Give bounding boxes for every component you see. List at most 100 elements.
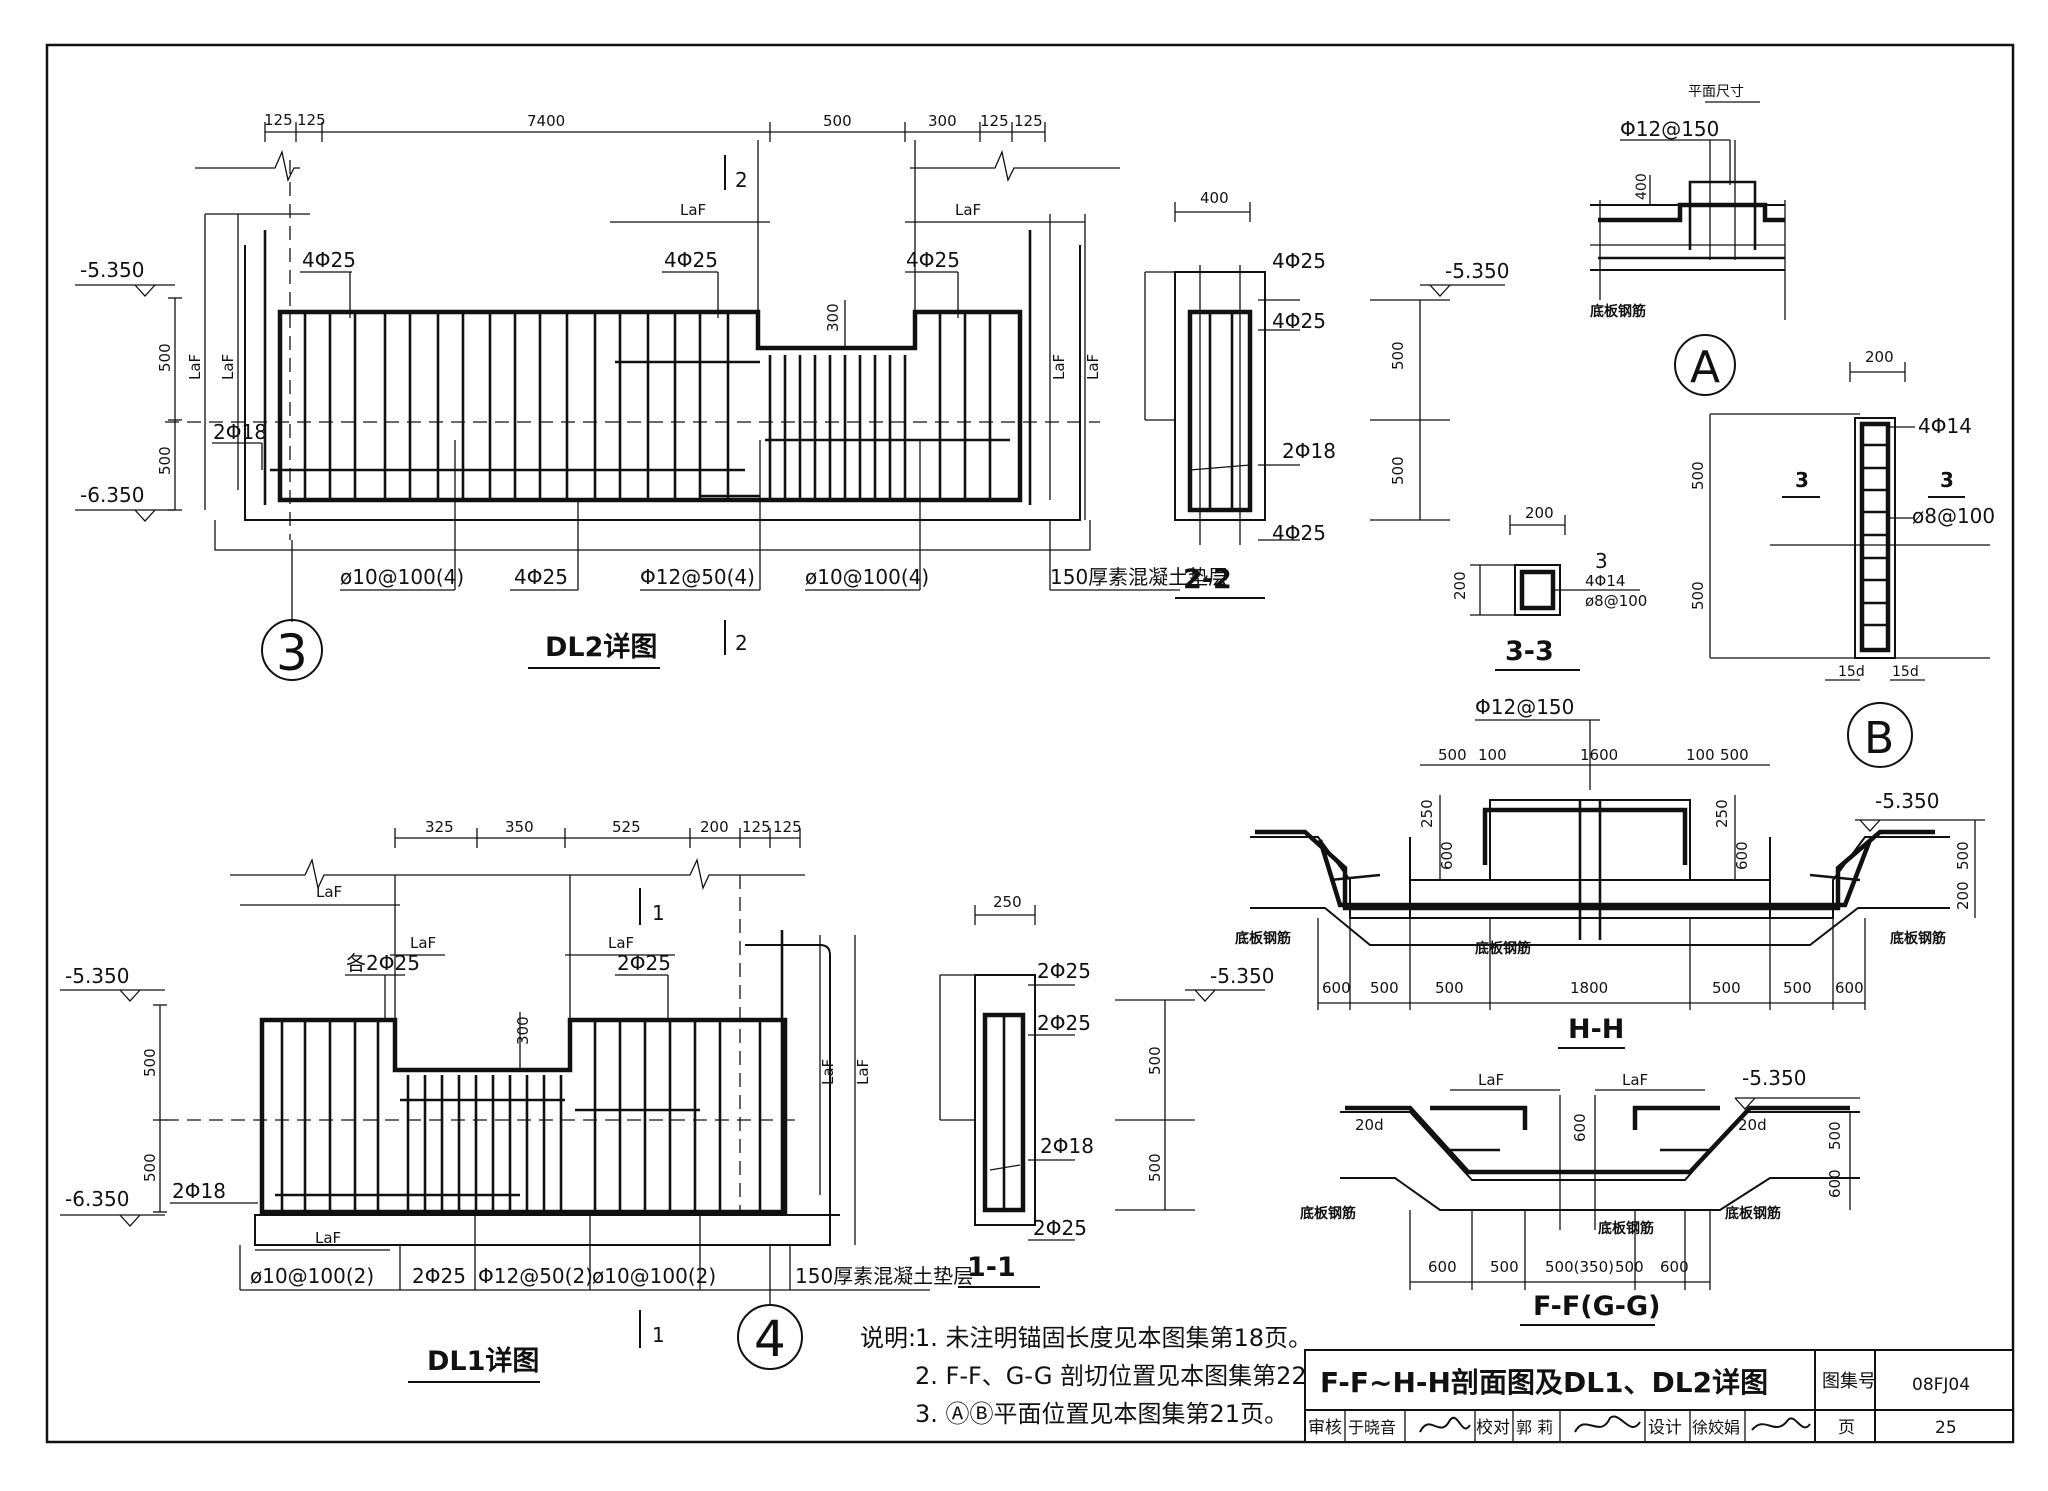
detailB-width: 200 (1865, 348, 1894, 366)
dl1-dim-300v: 300 (514, 1016, 532, 1045)
reviewer-signature (1419, 1416, 1471, 1433)
detail-a: 平面尺寸 Φ12@150 400 底板钢筋 A (1590, 84, 1786, 396)
dl2-bar-4: 2Φ18 (213, 420, 267, 444)
detailA-label: A (1690, 342, 1720, 393)
dl1-title: DL1详图 (427, 1345, 539, 1377)
s22-title: 2-2 (1183, 564, 1232, 595)
s22-bar-2: 4Φ25 (1272, 309, 1326, 333)
s11-bar-1: 2Φ25 (1037, 959, 1091, 983)
dl2-bar-3: 4Φ25 (906, 248, 960, 272)
detailB-sec-r: 3 (1940, 468, 1954, 492)
dl2-laf-left1: LaF (186, 354, 204, 380)
dl1-h1: 500 (141, 1048, 159, 1077)
dl1-axis: 4 (754, 1310, 786, 1368)
dl2-sec-top: 2 (735, 168, 748, 192)
dl1-laf-bot: LaF (315, 1229, 341, 1247)
ff-slab-r: 底板钢筋 (1725, 1205, 1781, 1222)
s33-w: 200 (1525, 504, 1554, 522)
section-1-1: 250 2Φ25 2Φ25 2Φ18 2Φ25 500 500 -5.350 1… (939, 893, 1274, 1288)
dl2-elev-bot: -6.350 (80, 483, 144, 507)
dl1-dim-325: 325 (425, 818, 454, 836)
dl1-laf-r1: LaF (819, 1059, 837, 1085)
atlas-label: 图集号 (1822, 1371, 1876, 1392)
dl2-h2: 500 (156, 446, 174, 475)
dl2-dim-125b: 125 (297, 111, 326, 129)
dl2-elev-top: -5.350 (80, 258, 144, 282)
hh-d2: 500 (1370, 979, 1399, 997)
ff-title: F-F(G-G) (1533, 1291, 1660, 1322)
dl2-dim-7400: 7400 (527, 112, 565, 130)
s22-h2: 500 (1389, 456, 1407, 485)
dl1-dim-125b: 125 (773, 818, 802, 836)
dl2-laf-right2: LaF (1084, 354, 1102, 380)
hh-v2: 600 (1438, 841, 1456, 870)
notes-line3: 3. ⒶⒷ平面位置见本图集第21页。 (915, 1400, 1288, 1428)
checker-signature (1574, 1415, 1641, 1433)
dl2-laf-left2: LaF (219, 354, 237, 380)
dl2-axis: 3 (276, 624, 308, 682)
detailA-slab: 底板钢筋 (1590, 303, 1646, 320)
s11-bar-3: 2Φ18 (1040, 1134, 1094, 1158)
s11-width: 250 (993, 893, 1022, 911)
hh-dim-t2: 100 (1478, 746, 1507, 764)
detail-b: 200 4Φ14 ø8@100 500 500 3 3 15d 15d B (1689, 348, 1995, 768)
detailA-bar: Φ12@150 (1620, 117, 1719, 141)
s22-bar-4: 4Φ25 (1272, 521, 1326, 545)
detailB-anchor-r: 15d (1892, 664, 1919, 680)
designer-signature (1751, 1417, 1811, 1431)
dl1-elev-top: -5.350 (65, 964, 129, 988)
notes-line2: 2. F-F、G-G 剖切位置见本图集第22页。 (915, 1362, 1355, 1390)
ff-v1: 600 (1571, 1113, 1589, 1142)
s11-title: 1-1 (967, 1252, 1016, 1283)
dl1-sec-top: 1 (652, 901, 665, 925)
dl1-laf-r2: LaF (854, 1059, 872, 1085)
detailB-bar-1: 4Φ14 (1918, 414, 1972, 438)
section-h-h: Φ12@150 500 100 1600 100 500 250 600 250… (1235, 695, 1985, 1049)
dl1-laf-c: LaF (608, 934, 634, 952)
hh-bar: Φ12@150 (1475, 695, 1574, 719)
section-2-2: 400 4Φ25 4Φ25 2Φ18 4Φ25 500 500 -5.350 2… (1144, 189, 1509, 599)
dl1-sec-bot: 1 (652, 1323, 665, 1347)
hh-v4: 600 (1733, 841, 1751, 870)
hh-dim-t3: 1600 (1580, 746, 1618, 764)
ff-d1: 600 (1428, 1258, 1457, 1276)
s33-num: 3 (1595, 549, 1608, 573)
hh-slab-r: 底板钢筋 (1890, 930, 1946, 947)
dl1-stirrup-2: Φ12@50(2) (478, 1264, 593, 1288)
atlas-no: 08FJ04 (1912, 1375, 1970, 1395)
section-f-f: LaF LaF 20d 20d 600 -5.350 500 600 底板钢筋 … (1300, 1066, 1860, 1326)
s11-elev: -5.350 (1210, 964, 1274, 988)
dl1-elev-bot: -6.350 (65, 1187, 129, 1211)
s22-bar-1: 4Φ25 (1272, 249, 1326, 273)
detailB-anchor-l: 15d (1838, 664, 1865, 680)
dl1-cushion: 150厚素混凝土垫层 (795, 1264, 973, 1288)
detailA-dim: 400 (1634, 173, 1650, 200)
dl2-stirrup-2: Φ12@50(4) (640, 565, 755, 589)
dl1-detail: 325 350 525 200 125 125 LaF LaF LaF (60, 818, 973, 1383)
title-block-title: F-F~H-H剖面图及DL1、DL2详图 (1320, 1366, 1768, 1399)
dl2-stirrup-3: ø10@100(4) (805, 565, 929, 589)
s33-bar-1: 4Φ14 (1585, 572, 1625, 590)
s33-h: 200 (1451, 571, 1469, 600)
ff-elev: -5.350 (1742, 1066, 1806, 1090)
check-label: 校对 (1476, 1418, 1510, 1438)
hh-title: H-H (1568, 1014, 1624, 1045)
dl2-sec-bot: 2 (735, 631, 748, 655)
dl2-dim-500: 500 (823, 112, 852, 130)
dl2-cushion: 150厚素混凝土垫层 (1050, 565, 1228, 589)
hh-d6: 500 (1783, 979, 1812, 997)
ff-slab-l: 底板钢筋 (1300, 1205, 1356, 1222)
dl2-bar-2: 4Φ25 (664, 248, 718, 272)
dl1-bar-4: 2Φ25 (412, 1264, 466, 1288)
notes-line1: 1. 未注明锚固长度见本图集第18页。 (915, 1324, 1312, 1352)
s22-elev: -5.350 (1445, 259, 1509, 283)
detailB-label: B (1864, 713, 1894, 764)
hh-d5: 500 (1712, 979, 1741, 997)
dl1-bar-2: 2Φ25 (617, 951, 671, 975)
dl2-h1: 500 (156, 343, 174, 372)
s11-h1: 500 (1146, 1046, 1164, 1075)
checker: 郭 莉 (1516, 1418, 1553, 1437)
dl2-bar-5: 4Φ25 (514, 565, 568, 589)
s11-bar-2: 2Φ25 (1037, 1011, 1091, 1035)
detailB-h1: 500 (1689, 461, 1707, 490)
